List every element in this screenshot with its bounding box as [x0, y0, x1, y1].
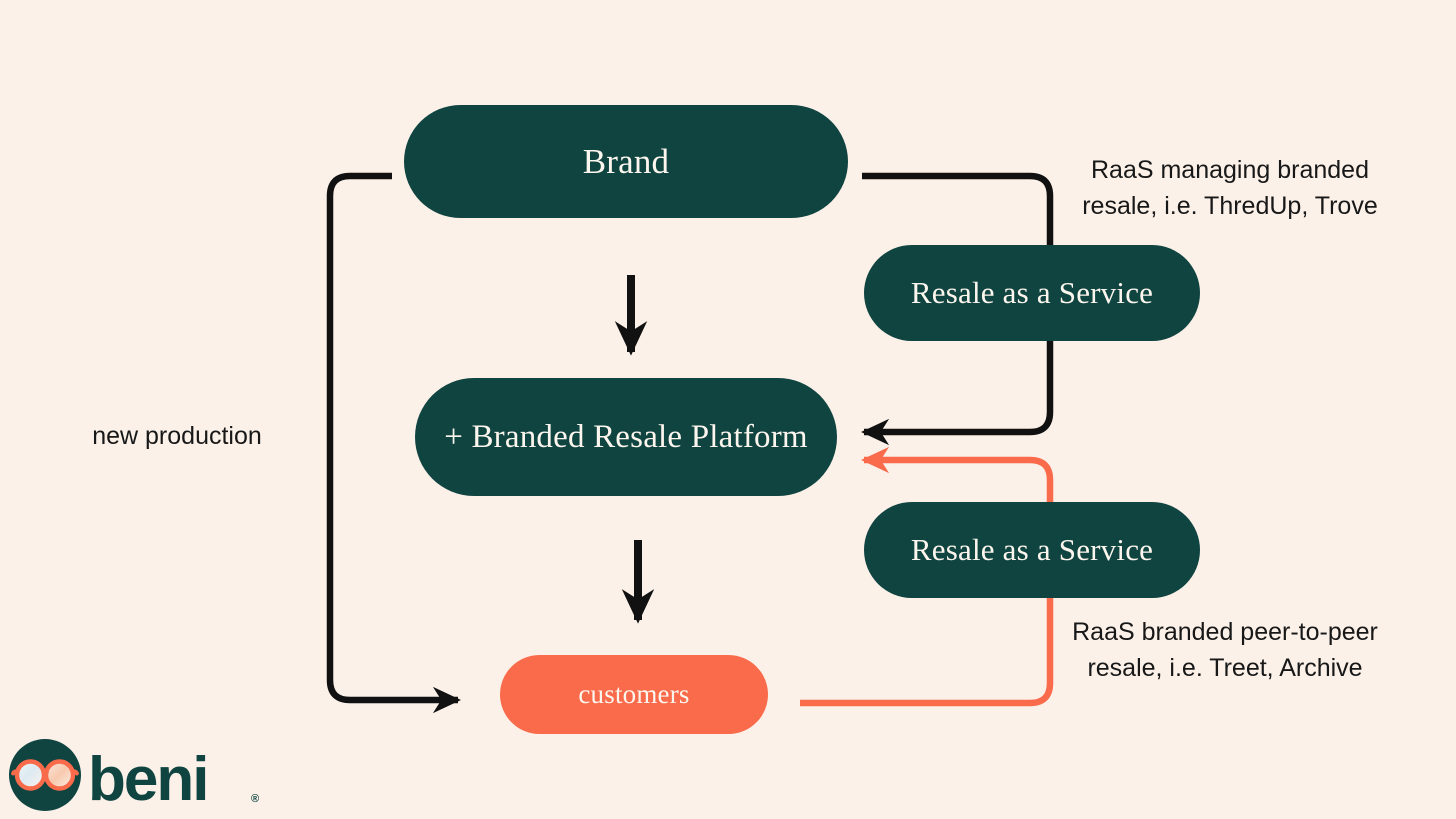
- beni-logo: beni ®: [9, 739, 259, 812]
- node-resale-as-a-service-bottom[interactable]: Resale as a Service: [864, 502, 1200, 598]
- logo-wordmark: beni: [88, 745, 207, 812]
- connector-brand-to-customers-new-production: [326, 172, 461, 714]
- node-brand[interactable]: Brand: [404, 105, 848, 218]
- annotation-raas-branded-peer-to-peer: RaaS branded peer-to-peer resale, i.e. T…: [1072, 618, 1378, 683]
- node-resale-as-a-service-top[interactable]: Resale as a Service: [864, 245, 1200, 341]
- annotation-raas-managing-branded-resale: RaaS managing branded resale, i.e. Thred…: [1082, 156, 1378, 221]
- node-branded-resale-platform[interactable]: + Branded Resale Platform: [415, 378, 837, 496]
- node-customers[interactable]: customers: [500, 655, 768, 734]
- glasses-icon: [11, 759, 79, 791]
- annotation-new-production: new production: [92, 422, 262, 450]
- logo-registered-mark: ®: [251, 793, 259, 805]
